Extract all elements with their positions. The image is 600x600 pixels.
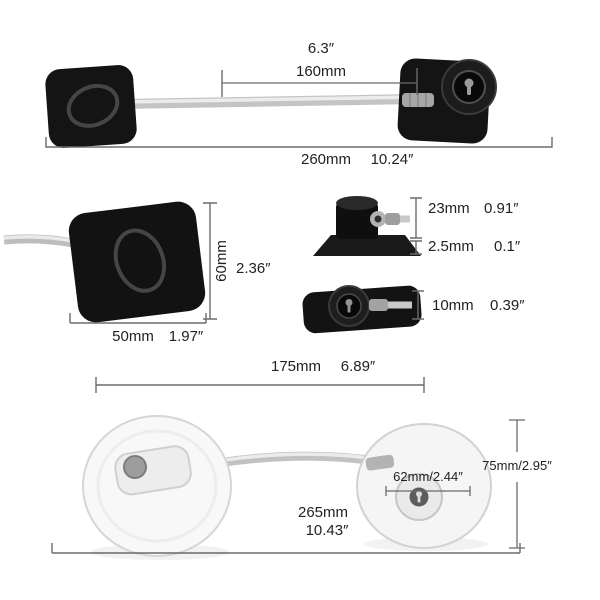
- plate-thickness-in-label: 0.39″: [490, 297, 525, 314]
- left-pad-slot: [66, 83, 120, 128]
- white-total-mm-label: 265mm: [298, 504, 348, 521]
- dim-plate-thickness-bracket: [412, 290, 424, 320]
- cylinder-body: [336, 203, 378, 239]
- white-cable-in-label: 6.89″: [341, 358, 376, 375]
- black-pad-detail-view: 60mm 2.36″ 50mm 1.97″: [3, 201, 271, 345]
- lock-height-mm-label: 23mm: [428, 200, 470, 217]
- left-adhesive-pad: [45, 65, 137, 148]
- dim-white-cable-bracket: [95, 377, 425, 393]
- base-thickness-in-label: 0.1″: [494, 238, 521, 255]
- cable: [117, 94, 417, 109]
- ferrule-body: [365, 454, 395, 471]
- adhesive-pad: [68, 201, 206, 323]
- white-cable-mm-label: 175mm: [271, 358, 321, 375]
- lock-height-in-label: 0.91″: [484, 200, 519, 217]
- ferrule-grooves: [409, 93, 427, 107]
- black-lock-front-view: 6.3″ 160mm 260mm 10.24″: [45, 40, 553, 168]
- white-lock-width-label: 62mm/2.44″: [393, 469, 463, 484]
- cable-length-in-label: 6.3″: [308, 40, 335, 57]
- pad-width-in-label: 1.97″: [169, 328, 204, 345]
- cylinder-top: [336, 196, 378, 210]
- pad-height-in-label: 2.36″: [236, 260, 271, 277]
- dim-white-total-bracket: [51, 543, 521, 554]
- total-length-in-label: 10.24″: [371, 151, 415, 168]
- base-thickness-mm-label: 2.5mm: [428, 238, 474, 255]
- left-pad-body: [45, 65, 137, 148]
- white-pad-height-label: 75mm/2.95″: [482, 458, 552, 473]
- cable-highlight: [117, 95, 417, 104]
- pad-body: [68, 201, 206, 323]
- cable-length-mm-label: 160mm: [296, 63, 346, 80]
- dim-total-bracket: [45, 137, 553, 148]
- total-length-mm-label: 260mm: [301, 151, 351, 168]
- keyhole-slot: [417, 495, 421, 503]
- cable-ferrule: [385, 213, 400, 225]
- keyhole-slot: [347, 304, 351, 313]
- keyhole-icon: [345, 299, 353, 306]
- pad-height-mm-label: 60mm: [213, 240, 230, 282]
- dim-pad-width-bracket: [69, 313, 207, 324]
- dim-lock-height-bracket: [410, 197, 422, 239]
- mount-base: [313, 235, 421, 256]
- keyhole-icon: [416, 491, 422, 497]
- dim-base-thickness-bracket: [410, 240, 422, 255]
- white-lock-view: 175mm 6.89″ 62mm/2.44″ 75mm/2.95″ 265m: [51, 358, 552, 560]
- lock-side-view: 23mm 0.91″ 2.5mm 0.1″: [313, 196, 521, 256]
- lock-top-view: 10mm 0.39″: [302, 285, 525, 334]
- cable-ferrule: [365, 454, 395, 471]
- left-white-pad-inner-ring: [96, 429, 218, 543]
- key-face-core: [374, 215, 382, 223]
- dim-lock-width-bracket: [385, 486, 471, 496]
- white-total-in-label: 10.43″: [306, 522, 350, 539]
- anchor-tab-eyelet: [123, 455, 147, 479]
- plate-thickness-mm-label: 10mm: [432, 297, 474, 314]
- pad-width-mm-label: 50mm: [112, 328, 154, 345]
- dim-pad-height-bracket: [509, 419, 525, 549]
- keyhole-slot: [467, 85, 471, 95]
- cable-ferrule: [369, 299, 388, 311]
- pad-slot: [113, 228, 167, 293]
- keyhole-icon: [464, 78, 474, 88]
